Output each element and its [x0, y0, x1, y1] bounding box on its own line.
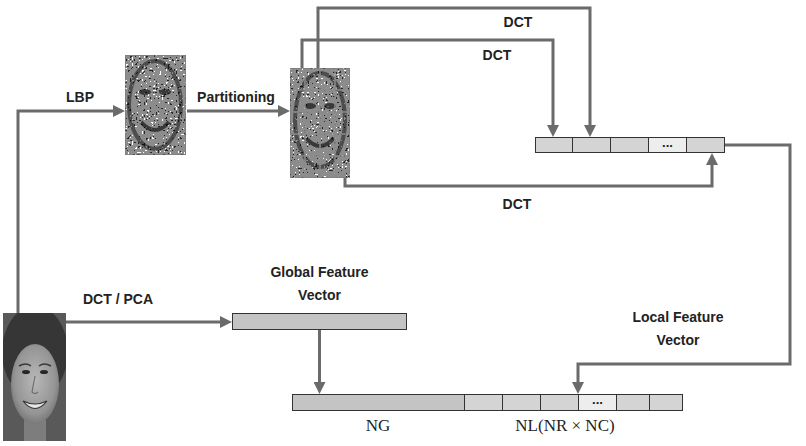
vector-cell: [650, 394, 683, 411]
picture-arrows: [18, 8, 712, 322]
vector-cell: [687, 137, 725, 153]
vector-cell: [535, 137, 573, 153]
lbp-texture: [125, 55, 186, 155]
connector-arrow: [318, 330, 321, 388]
face: [11, 344, 59, 424]
nose: [32, 376, 38, 394]
brow: [39, 364, 51, 366]
transform-label: DCT: [504, 14, 533, 31]
label-slot: NL(NR × NC): [515, 416, 614, 436]
dimension-label: NG: [366, 416, 391, 436]
heading-slot: Global Feature Vector: [255, 261, 385, 307]
dct-arrow: [302, 40, 553, 131]
vector-cell: [503, 394, 541, 411]
label-slot: DCT / PCA: [83, 291, 153, 308]
vector-cell: [541, 394, 579, 411]
face-photo: [3, 313, 66, 441]
vector-cell: [573, 137, 611, 153]
lbp-arrow: [18, 111, 119, 313]
label-slot: LBP: [66, 89, 94, 106]
vector-cell: [292, 394, 465, 411]
transform-label: DCT / PCA: [83, 291, 153, 308]
lbp-mouth: [141, 122, 169, 130]
partition-frame: [290, 68, 350, 178]
partition-eye: [324, 103, 336, 109]
partition-grid: [290, 68, 350, 178]
global-arrow: [66, 321, 226, 324]
partition-eye: [304, 103, 316, 109]
global-feature-vector: Global Feature Vector: [232, 313, 407, 330]
vector-heading: Global Feature Vector: [255, 261, 385, 307]
vector-cell: [232, 313, 407, 330]
label-slot: DCT: [483, 47, 512, 64]
lbp-face-edge: [129, 61, 181, 149]
vector-cell: ...: [649, 137, 687, 153]
combined-feature-vector: ...: [292, 394, 683, 411]
dct-arrow: [345, 159, 712, 186]
lbp-image: [125, 55, 186, 155]
partition-texture: [290, 68, 350, 178]
edge-label: Local Feature Vector: [616, 306, 740, 352]
local-feature-vector: ...: [535, 137, 725, 153]
eye: [40, 370, 48, 374]
ellipsis-mark: ...: [592, 393, 603, 406]
vector-cell: [465, 394, 503, 411]
smile: [23, 401, 47, 409]
transform-label: LBP: [66, 89, 94, 106]
transform-label: DCT: [503, 196, 532, 213]
partitioned-image: [290, 68, 350, 178]
lbp-eye: [139, 89, 151, 95]
step-label: Partitioning: [197, 89, 275, 106]
ellipsis-mark: ...: [662, 136, 673, 149]
vector-cell: ...: [579, 394, 617, 411]
eye: [22, 370, 30, 374]
lbp-eye: [159, 89, 171, 95]
lbp-frame: [125, 55, 186, 155]
label-slot: DCT: [503, 196, 532, 213]
brow: [19, 364, 31, 366]
label-slot: Partitioning: [197, 89, 275, 106]
partition-arrow: [187, 110, 284, 113]
dct-arrow: [318, 8, 590, 131]
edge-label-slot: Local Feature Vector: [616, 306, 740, 352]
connector-arrow: [578, 145, 790, 388]
vector-cell: [611, 137, 649, 153]
label-slot: NG: [366, 416, 391, 436]
label-slot: DCT: [504, 14, 533, 31]
dimension-label: NL(NR × NC): [515, 416, 614, 436]
vector-cell: [617, 394, 650, 411]
transform-label: DCT: [483, 47, 512, 64]
